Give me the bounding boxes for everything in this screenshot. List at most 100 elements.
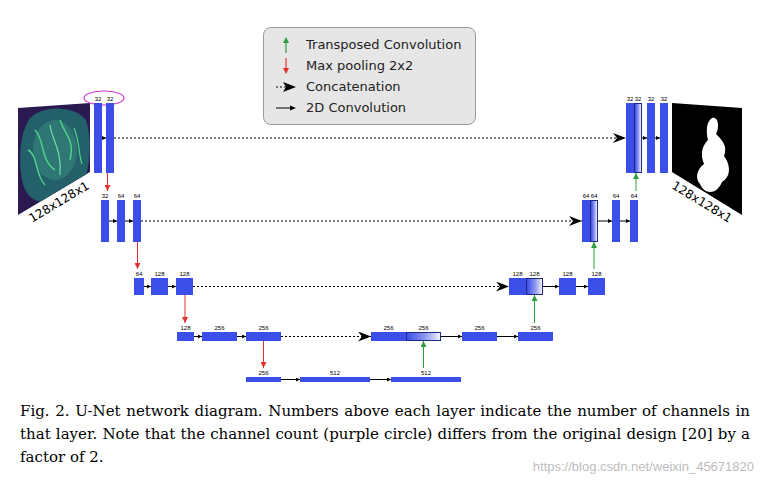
legend-arrowhead <box>283 68 289 74</box>
input-image <box>10 95 100 225</box>
feature-map: 512 <box>300 368 370 382</box>
feature-map: 32 <box>647 94 655 173</box>
channel-count: 32 <box>635 96 642 102</box>
feature-map: 256 <box>246 323 281 341</box>
channel-count: 32 <box>102 193 109 199</box>
transposed-convolution-arrow <box>594 242 595 269</box>
feature-map: 32 <box>106 94 114 173</box>
brain-streak <box>50 125 60 175</box>
legend-entry: Concatenation <box>275 76 461 97</box>
layer-bar <box>630 200 638 242</box>
legend-arrowhead <box>290 105 296 110</box>
feature-map: 32 <box>626 94 634 173</box>
legend-text: Transposed Convolution <box>306 37 461 52</box>
legend-arrowhead <box>283 37 289 43</box>
layer-bar <box>391 377 461 382</box>
highlight-ellipse <box>84 91 124 105</box>
channel-count: 256 <box>474 325 484 331</box>
feature-map: 256 <box>202 323 237 341</box>
layer-bar <box>559 278 576 295</box>
channel-count: 32 <box>95 96 102 102</box>
feature-map: 128 <box>177 323 194 341</box>
output-mask <box>665 95 750 225</box>
channel-count: 128 <box>529 271 539 277</box>
channel-count: 64 <box>613 193 620 199</box>
legend-line <box>285 42 286 53</box>
channel-count: 128 <box>179 271 189 277</box>
upsampled-layer-bar <box>590 200 598 242</box>
feature-map: 32 <box>660 94 668 173</box>
legend-text: Concatenation <box>306 79 401 94</box>
legend-line <box>285 58 286 69</box>
legend-line <box>276 86 287 87</box>
figure-caption: Fig. 2. U-Net network diagram. Numbers a… <box>20 400 750 469</box>
channel-count: 256 <box>418 325 428 331</box>
layer-bar <box>246 377 281 382</box>
channel-count: 32 <box>661 96 668 102</box>
layer-bar <box>134 278 144 295</box>
layer-bar <box>647 103 655 173</box>
convolution-arrow <box>620 221 630 222</box>
channel-count: 128 <box>180 325 190 331</box>
brain-streak <box>74 128 82 164</box>
brain-streak <box>35 130 55 170</box>
layer-bar <box>371 332 406 341</box>
max-pooling-arrow <box>137 242 138 269</box>
convolution-arrow <box>109 221 117 222</box>
feature-map: 32 <box>94 94 102 173</box>
legend-entry: 2D Convolution <box>275 97 461 118</box>
upsampled-layer-bar <box>634 103 642 173</box>
convolution-arrow <box>543 286 559 287</box>
channel-count: 64 <box>631 193 638 199</box>
brain-streak <box>60 120 71 160</box>
feature-map: 256 <box>246 368 281 382</box>
legend-arrowhead <box>283 82 296 92</box>
feature-map: 128 <box>176 269 193 295</box>
feature-map: 32 <box>101 191 109 242</box>
layer-bar <box>246 332 281 341</box>
feature-map: 64 <box>582 191 590 242</box>
legend-entry: Max pooling 2x2 <box>275 55 461 76</box>
convolution-arrow <box>441 336 462 337</box>
feature-map: 64 <box>612 191 620 242</box>
legend-sample <box>275 57 297 75</box>
legend-text: 2D Convolution <box>306 100 406 115</box>
max-pooling-arrow <box>263 341 264 368</box>
feature-map: 64 <box>134 269 144 295</box>
layer-bar <box>133 200 141 242</box>
transposed-convolution-arrow <box>423 341 424 368</box>
layer-bar <box>509 278 526 295</box>
transposed-convolution-arrow <box>534 295 535 323</box>
convolution-arrow <box>281 379 300 380</box>
layer-bar <box>660 103 668 173</box>
layer-bar <box>117 200 125 242</box>
layer-bar <box>626 103 634 173</box>
brain-tissue <box>33 120 77 180</box>
legend-text: Max pooling 2x2 <box>306 58 413 73</box>
layer-bar <box>176 278 193 295</box>
feature-map: 128 <box>526 269 543 295</box>
tumor-mask <box>697 118 729 192</box>
channel-count: 256 <box>383 325 393 331</box>
feature-map: 128 <box>559 269 576 295</box>
upsampled-layer-bar <box>406 332 441 341</box>
convolution-arrow <box>370 379 391 380</box>
layer-bar <box>300 377 370 382</box>
feature-map: 256 <box>462 323 497 341</box>
channel-count: 32 <box>627 96 634 102</box>
channel-count: 256 <box>214 325 224 331</box>
feature-map: 64 <box>630 191 638 242</box>
layer-bar <box>588 278 605 295</box>
channel-count: 32 <box>648 96 655 102</box>
layer-bar <box>518 332 553 341</box>
layer-bar <box>94 103 102 173</box>
layer-bar <box>202 332 237 341</box>
transposed-convolution-arrow <box>636 173 637 191</box>
convolution-arrow <box>125 221 133 222</box>
image-ground <box>10 95 100 225</box>
channel-count: 512 <box>421 370 431 376</box>
channel-count: 128 <box>562 271 572 277</box>
channel-count: 128 <box>154 271 164 277</box>
convolution-arrow <box>168 286 176 287</box>
